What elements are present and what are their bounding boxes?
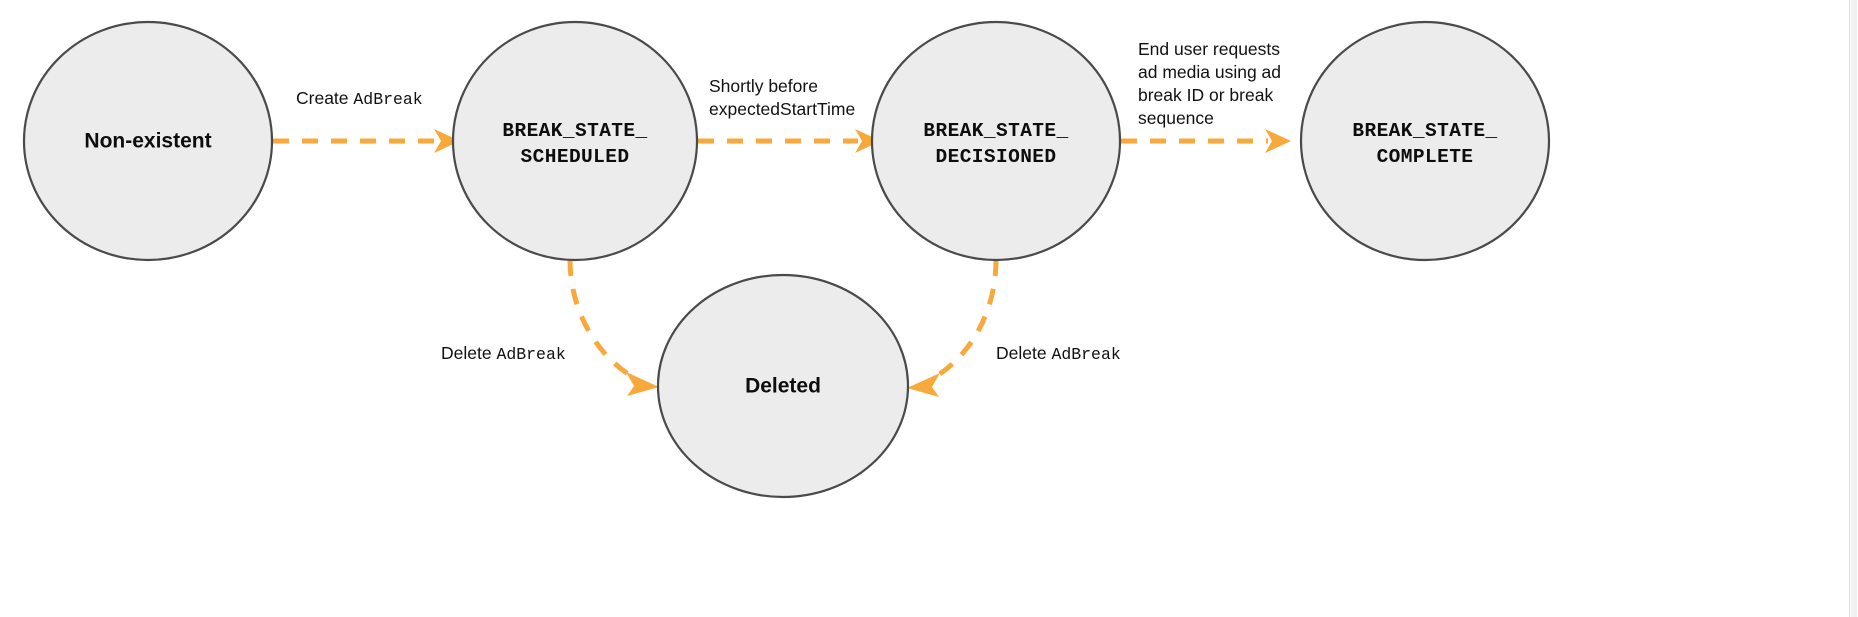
edge-label-text-create-adbreak: Create AdBreak (296, 88, 423, 109)
node-label-deleted: Deleted (745, 375, 821, 398)
edge-label-delete-from-scheduled: Delete AdBreak (441, 343, 566, 364)
node-label-break-state-scheduled-line2: SCHEDULED (521, 146, 630, 168)
node-label-break-state-decisioned-line1: BREAK_STATE_ (923, 120, 1068, 142)
node-label-break-state-decisioned-line2: DECISIONED (935, 146, 1056, 168)
edge-delete-from-decisioned (907, 259, 999, 397)
node-non-existent[interactable]: Non-existent (22, 20, 274, 262)
node-deleted[interactable]: Deleted (656, 273, 910, 499)
arrowhead-shortly-before (855, 129, 881, 153)
edge-create-adbreak (273, 129, 460, 153)
arrowhead-delete-from-decisioned (907, 373, 940, 397)
edge-label-text-delete-from-decisioned: Delete AdBreak (996, 343, 1121, 364)
edge-label-delete-from-decisioned: Delete AdBreak (996, 343, 1121, 364)
node-shape-non-existent[interactable] (22, 20, 274, 262)
node-label-break-state-complete-line2: COMPLETE (1377, 146, 1474, 168)
node-shape-break-state-complete[interactable] (1299, 20, 1551, 262)
node-label-break-state-scheduled-line1: BREAK_STATE_ (502, 120, 647, 142)
edge-label-text-end-user-requests-line2: ad media using ad (1138, 62, 1281, 82)
edge-label-text-end-user-requests-line3: break ID or break (1138, 85, 1273, 105)
vertical-scrollbar-track[interactable] (1849, 0, 1858, 617)
node-break-state-decisioned[interactable]: BREAK_STATE_ DECISIONED (870, 20, 1122, 262)
edge-label-run-sans: Create (296, 88, 353, 108)
edge-delete-from-scheduled (567, 259, 659, 396)
edge-label-text-end-user-requests-line1: End user requests (1138, 39, 1280, 59)
node-break-state-scheduled[interactable]: BREAK_STATE_ SCHEDULED (451, 20, 699, 262)
edge-label-run-mono: AdBreak (496, 345, 565, 364)
vertical-scrollbar-thumb[interactable] (1851, 0, 1857, 617)
node-shape-deleted[interactable] (656, 273, 910, 499)
edge-label-text-shortly-before-line1: Shortly before (709, 76, 818, 96)
node-label-non-existent: Non-existent (84, 130, 211, 153)
edge-label-run-sans: Delete (441, 343, 496, 363)
arrowhead-end-user-requests (1265, 129, 1291, 153)
edge-label-end-user-requests: End user requests ad media using ad brea… (1138, 39, 1281, 128)
edge-line-delete-from-decisioned (928, 259, 999, 383)
edge-label-create-adbreak: Create AdBreak (296, 88, 423, 109)
edge-label-text-delete-from-scheduled: Delete AdBreak (441, 343, 566, 364)
arrowhead-create-adbreak (434, 129, 460, 153)
node-shape-break-state-scheduled[interactable] (451, 20, 699, 262)
edge-label-text-end-user-requests-line4: sequence (1138, 108, 1214, 128)
edge-shortly-before (698, 129, 881, 153)
edge-label-run-sans: Delete (996, 343, 1051, 363)
edge-label-run-mono: AdBreak (1051, 345, 1120, 364)
node-label-break-state-complete-line1: BREAK_STATE_ (1352, 120, 1497, 142)
node-break-state-complete[interactable]: BREAK_STATE_ COMPLETE (1299, 20, 1551, 262)
edge-label-shortly-before: Shortly before expectedStartTime (709, 76, 855, 119)
arrowhead-delete-from-scheduled (626, 372, 659, 396)
edge-label-text-shortly-before-line2: expectedStartTime (709, 99, 855, 119)
edge-end-user-requests (1121, 129, 1291, 153)
node-shape-break-state-decisioned[interactable] (870, 20, 1122, 262)
edge-label-run-mono: AdBreak (353, 90, 422, 109)
edge-line-delete-from-scheduled (567, 259, 638, 382)
